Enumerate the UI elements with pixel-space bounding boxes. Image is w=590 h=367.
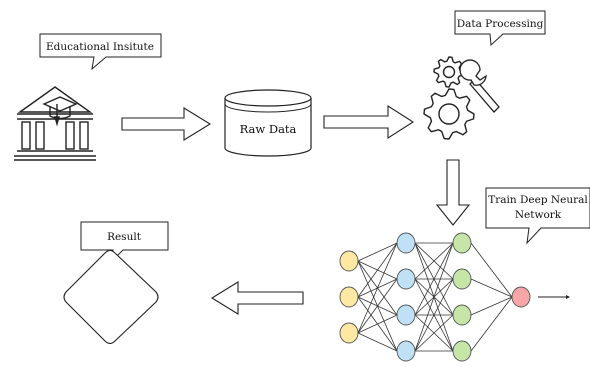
network-connection xyxy=(357,314,398,334)
arrow-data-to-processing xyxy=(323,104,415,140)
network-connection xyxy=(414,314,454,352)
network-connection xyxy=(470,242,513,298)
network-node-layer2-4 xyxy=(396,340,416,362)
callout-data-processing: Data Processing xyxy=(454,10,546,47)
network-node-layer2-3 xyxy=(396,304,416,326)
network-connection xyxy=(357,242,398,262)
network-node-layer1-1 xyxy=(339,250,359,272)
callout-result-text: Result xyxy=(107,231,142,243)
callout-train-text-line1: Train Deep Neural xyxy=(488,194,588,206)
arrow-training-to-result xyxy=(210,281,304,315)
callout-train-network: Train Deep Neural Network xyxy=(485,187,590,245)
network-node-layer3-1 xyxy=(452,232,472,254)
arrow-processing-to-training xyxy=(435,159,471,226)
network-node-layer3-3 xyxy=(452,304,472,326)
institute-building-icon xyxy=(14,86,96,161)
raw-data-database: Raw Data xyxy=(224,89,312,157)
neural-network xyxy=(339,232,531,362)
network-node-layer3-4 xyxy=(452,340,472,362)
network-output-arrow xyxy=(538,295,570,299)
network-connection xyxy=(414,242,454,316)
callout-educational-institute: Educational Insitute xyxy=(39,33,162,71)
callout-result: Result xyxy=(80,221,169,263)
network-connection xyxy=(414,242,454,352)
network-connection xyxy=(414,278,454,352)
gears-wrench-icon xyxy=(423,56,500,140)
network-node-layer3-2 xyxy=(452,268,472,290)
raw-data-label: Raw Data xyxy=(240,122,297,136)
network-connection xyxy=(357,278,398,334)
callout-institute-text: Educational Insitute xyxy=(46,41,154,53)
network-connection xyxy=(357,242,398,334)
network-connection xyxy=(470,296,513,352)
network-connection xyxy=(357,242,398,298)
callout-processing-text: Data Processing xyxy=(457,18,544,30)
wrench-icon xyxy=(459,59,500,113)
network-connection xyxy=(470,296,513,316)
small-gear-icon xyxy=(433,56,465,88)
network-node-layer4-1 xyxy=(511,286,531,308)
large-gear-icon xyxy=(423,88,475,140)
network-connection xyxy=(357,332,398,352)
arrow-institute-to-data xyxy=(121,107,212,141)
network-node-layer1-2 xyxy=(339,286,359,308)
callout-train-text-line2: Network xyxy=(515,209,562,221)
network-node-layer2-2 xyxy=(396,268,416,290)
result-decision-shape xyxy=(63,249,159,345)
network-connection xyxy=(414,242,454,280)
network-node-layer2-1 xyxy=(396,232,416,254)
network-node-layer1-3 xyxy=(339,322,359,344)
network-connection xyxy=(470,278,513,298)
